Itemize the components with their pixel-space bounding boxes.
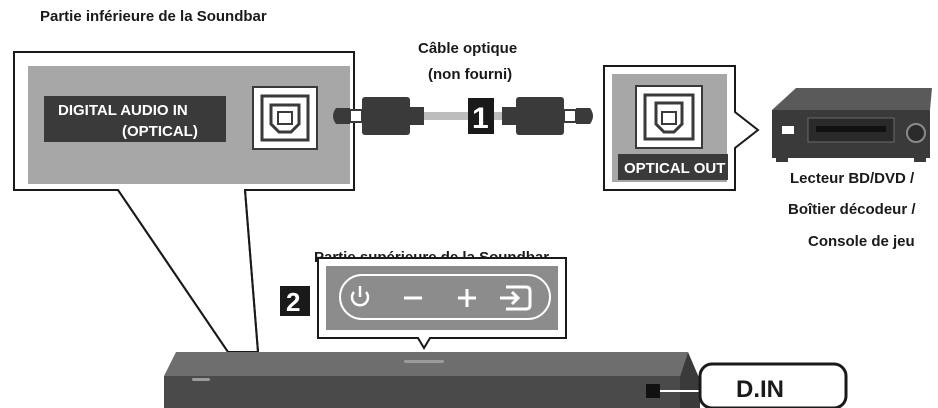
optical-port-icon	[252, 86, 318, 150]
bd-dvd-player-icon	[772, 88, 932, 162]
optical-out-label: OPTICAL OUT	[624, 160, 725, 177]
step-2-number: 2	[286, 287, 300, 317]
soundbar	[164, 352, 700, 408]
step-1-marker	[468, 98, 494, 134]
device-label-line1: Lecteur BD/DVD /	[790, 170, 915, 187]
display-callout: D.IN	[698, 362, 848, 408]
power-icon	[350, 286, 370, 307]
soundbar-display-indicator	[646, 384, 660, 398]
digital-audio-in-label-line2: (OPTICAL)	[122, 123, 198, 140]
optical-out-label-box	[618, 154, 728, 180]
input-source-icon	[500, 285, 532, 311]
step-1-number: 1	[472, 102, 489, 135]
plus-icon	[458, 289, 476, 307]
digital-audio-in-label-box	[44, 96, 226, 142]
cable-label-line2: (non fourni)	[428, 66, 513, 83]
bottom-panel-title: Partie inférieure de la Soundbar	[40, 8, 267, 25]
soundbar-bottom-callout: DIGITAL AUDIO IN (OPTICAL)	[13, 51, 355, 353]
optical-port-icon	[635, 85, 703, 149]
display-text: D.IN	[736, 376, 784, 403]
device-port-callout: OPTICAL OUT	[603, 65, 760, 191]
device-label-line2: Boîtier décodeur /	[788, 201, 916, 218]
device-label-line3: Console de jeu	[808, 233, 915, 250]
step-2-marker	[280, 286, 310, 316]
optical-cable: 1	[333, 97, 593, 135]
cable-label-line1: Câble optique	[418, 40, 518, 57]
soundbar-top-callout: 2	[280, 257, 567, 350]
digital-audio-in-label-line1: DIGITAL AUDIO IN	[58, 102, 188, 119]
